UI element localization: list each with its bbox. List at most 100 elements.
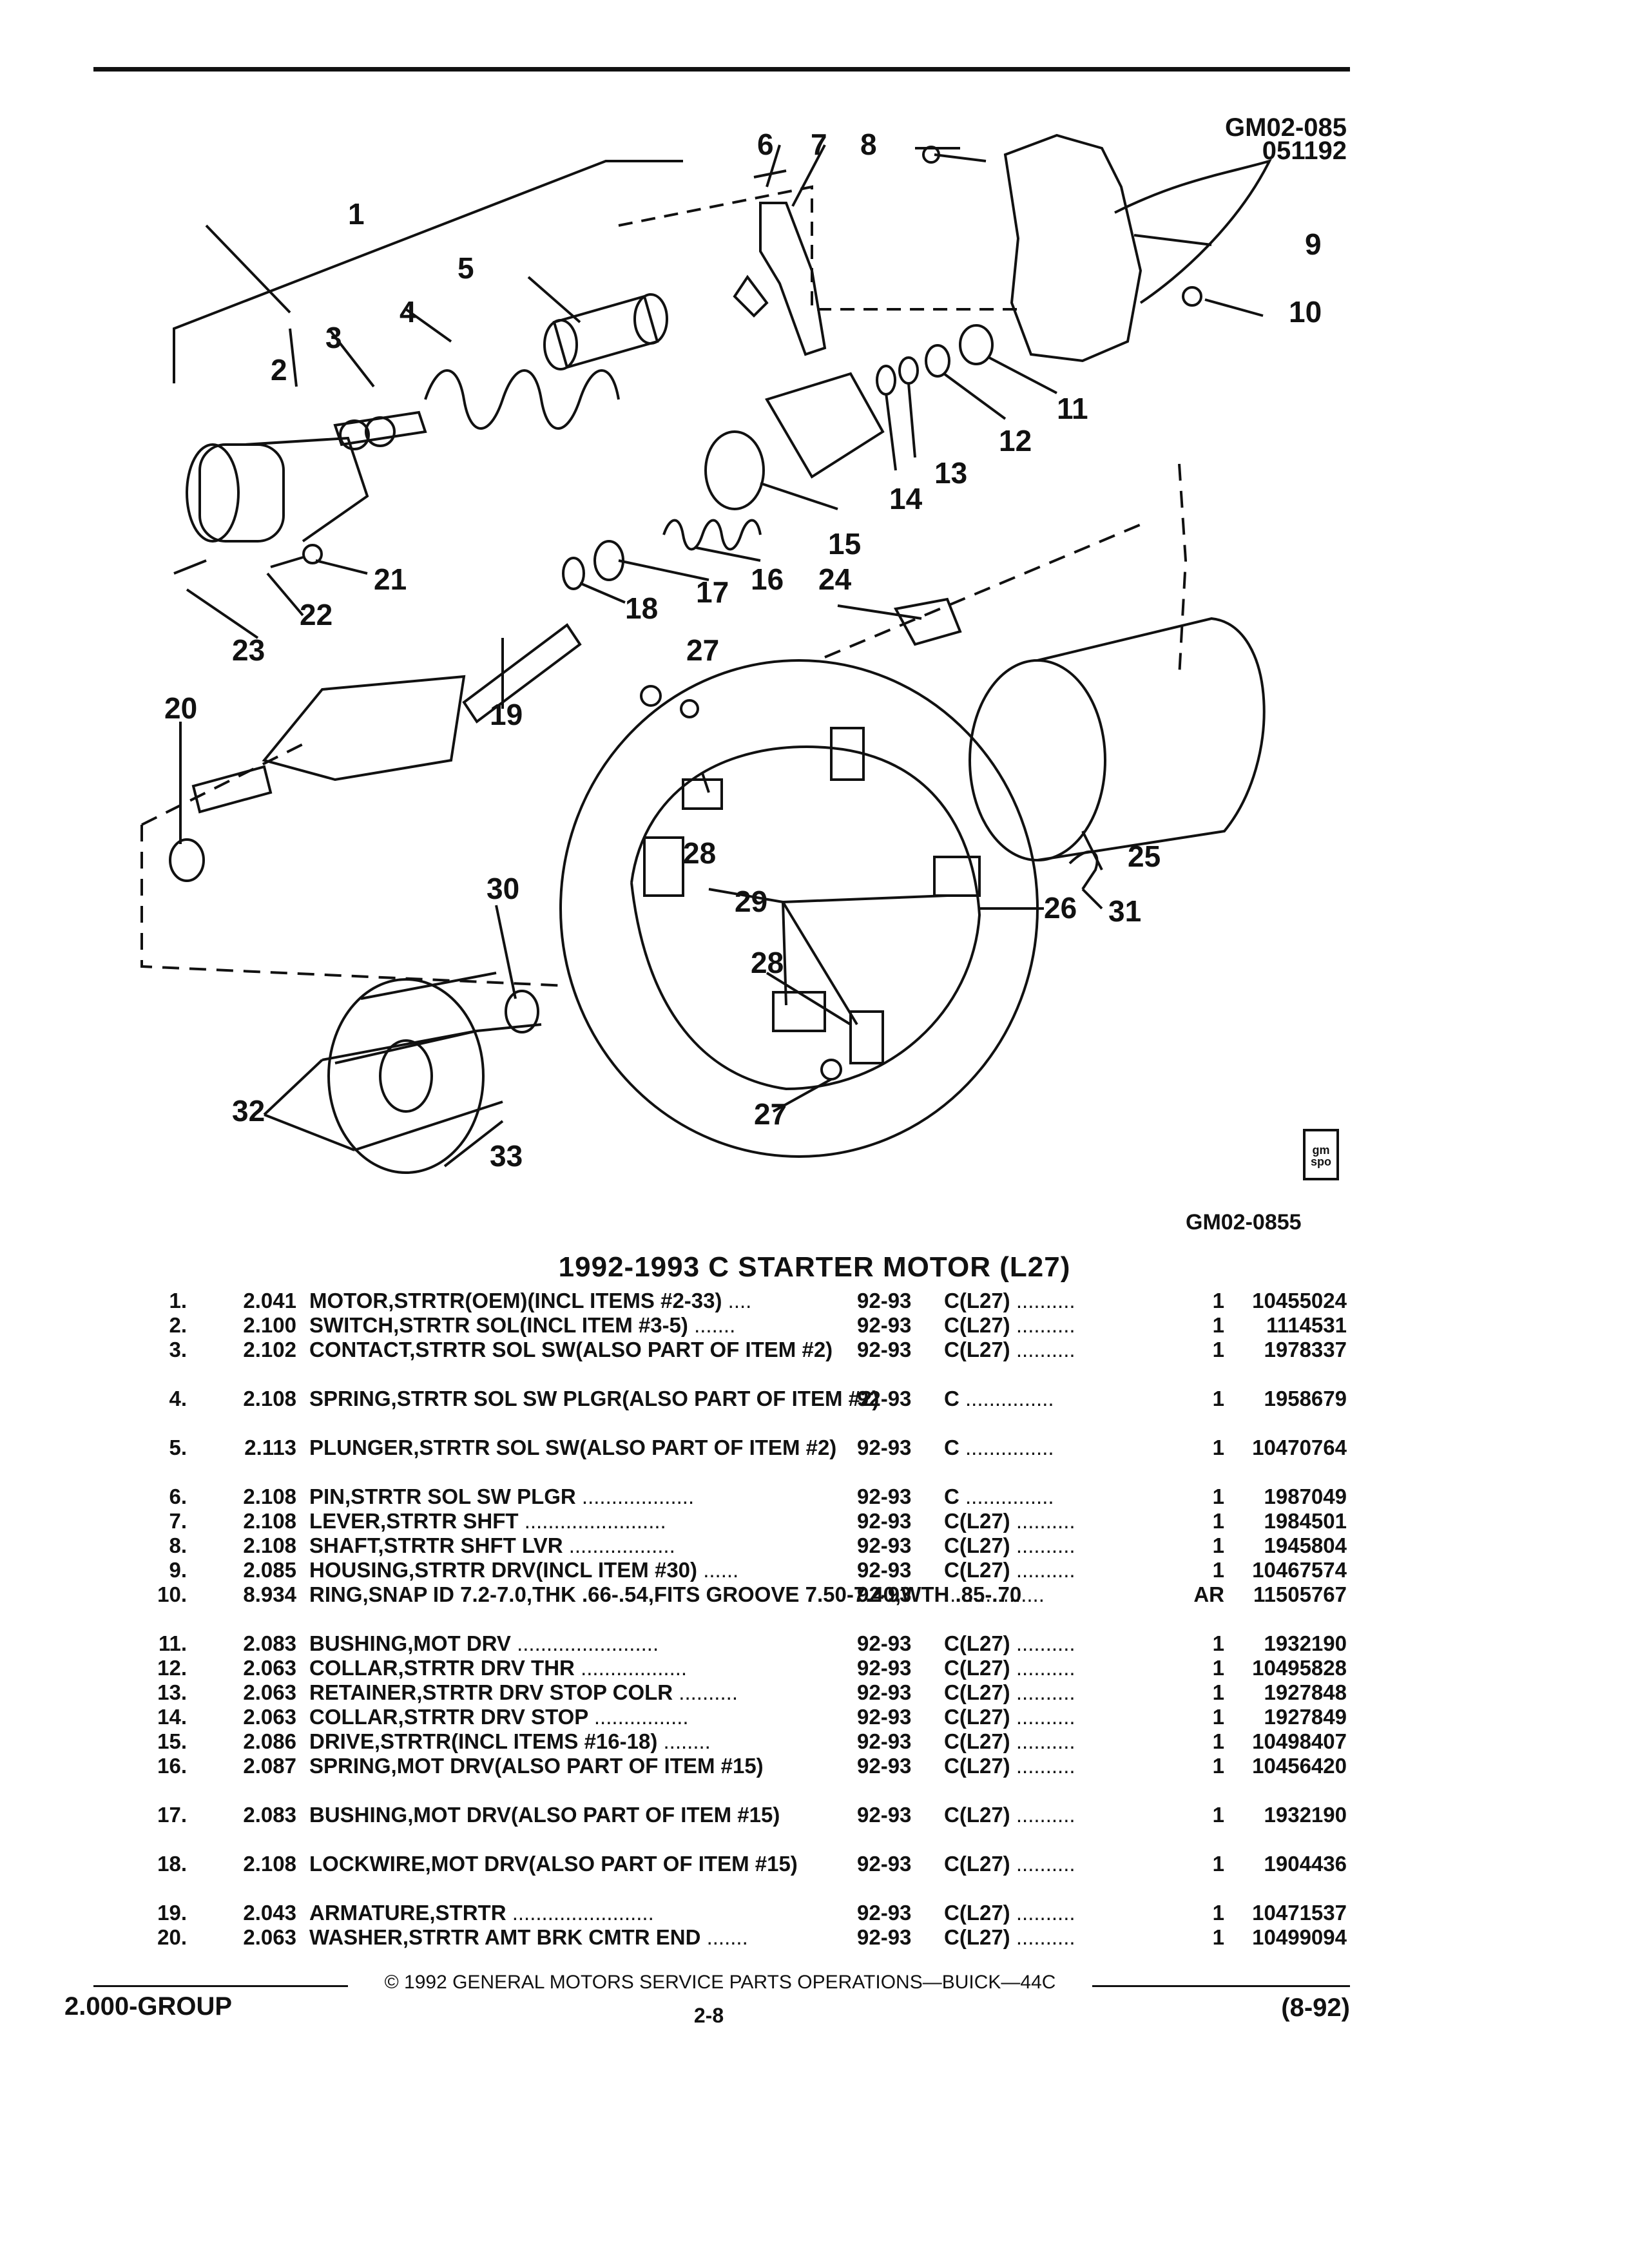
quantity: 1 [1212, 1485, 1224, 1508]
leader-dots: .................. [581, 1656, 688, 1680]
callout-3: 3 [325, 321, 342, 354]
part-description: DRIVE,STRTR(INCL ITEMS #16-18) ........ [309, 1729, 851, 1754]
model-years: 92-93 [857, 1509, 912, 1533]
model-years: 92-93 [857, 1729, 912, 1753]
model-years: 92-93 [857, 1582, 912, 1606]
part-number: 1904436 [1264, 1852, 1347, 1876]
part-name: RETAINER [309, 1680, 417, 1704]
group-number: 2.108 [243, 1533, 296, 1557]
quantity: 1 [1212, 1925, 1224, 1949]
callout-17: 17 [696, 575, 729, 609]
leader-dots: ...... [703, 1558, 739, 1582]
part-desc-text: ,STRTR AMT BRK CMTR END [402, 1925, 701, 1949]
part-number: 10455024 [1252, 1289, 1347, 1312]
callout-27b: 27 [754, 1097, 787, 1131]
part-name: HOUSING [309, 1558, 409, 1582]
footer-group: 2.000-GROUP [64, 1992, 233, 2021]
model-code: ................. [944, 1582, 1045, 1607]
part-name: WASHER [309, 1925, 403, 1949]
figure-code-top: GM02-085 051192 [1192, 115, 1347, 164]
part-name: LOCKWIRE [309, 1852, 425, 1876]
part-desc-text: ,STRTR SOL SW(ALSO PART OF ITEM #2) [409, 1338, 833, 1361]
quantity: 1 [1212, 1387, 1224, 1410]
callout-31: 31 [1108, 894, 1141, 928]
part-desc-text: ,STRTR(INCL ITEMS #16-18) [374, 1729, 658, 1753]
group-number: 2.087 [243, 1754, 296, 1778]
item-number: 12. [157, 1656, 187, 1680]
part-description: RING,SNAP ID 7.2-7.0,THK .66-.54,FITS GR… [309, 1582, 1021, 1607]
item-number: 13. [157, 1680, 187, 1704]
callout-14: 14 [889, 482, 923, 515]
part-desc-text: ,STRTR SOL SW PLGR(ALSO PART OF ITEM #2) [390, 1387, 880, 1410]
item-number: 8. [169, 1533, 187, 1557]
group-number: 2.102 [243, 1338, 296, 1361]
part-name: MOTOR [309, 1289, 389, 1312]
model-leader-dots: .......... [1016, 1631, 1075, 1655]
leader-dots: ........ [663, 1729, 711, 1753]
model-leader-dots: .......... [1016, 1901, 1075, 1925]
part-name: LEVER [309, 1509, 381, 1533]
callout-22: 22 [300, 598, 333, 631]
part-name: DRIVE [309, 1729, 374, 1753]
item-number: 2. [169, 1313, 187, 1337]
quantity: AR [1193, 1582, 1224, 1606]
part-number: 10456420 [1252, 1754, 1347, 1778]
part-number: 1932190 [1264, 1631, 1347, 1655]
part-desc-text: ,STRTR DRV STOP [398, 1705, 588, 1729]
model-years: 92-93 [857, 1803, 912, 1827]
item-number: 7. [169, 1509, 187, 1533]
part-desc-text: ,STRTR DRV(INCL ITEM #30) [409, 1558, 698, 1582]
model-code: C(L27) .......... [944, 1705, 1075, 1729]
item-number: 15. [157, 1729, 187, 1753]
quantity: 1 [1212, 1901, 1224, 1925]
quantity: 1 [1212, 1705, 1224, 1729]
callout-13: 13 [934, 456, 967, 490]
item-number: 18. [157, 1852, 187, 1876]
model-code-text: C(L27) [944, 1680, 1010, 1704]
part-description: COLLAR,STRTR DRV STOP ................ [309, 1705, 851, 1729]
part-desc-text: ,SNAP ID 7.2-7.0,THK .66-.54,FITS GROOVE… [362, 1582, 1022, 1606]
part-number: 1978337 [1264, 1338, 1347, 1361]
callout-30: 30 [487, 872, 519, 905]
model-code: C(L27) .......... [944, 1852, 1075, 1876]
model-years: 92-93 [857, 1533, 912, 1557]
part-name: SPRING [309, 1754, 391, 1778]
callout-12: 12 [999, 424, 1032, 457]
group-number: 8.934 [243, 1582, 296, 1606]
part-description: WASHER,STRTR AMT BRK CMTR END ....... [309, 1925, 851, 1950]
model-years: 92-93 [857, 1313, 912, 1337]
model-code-text: C(L27) [944, 1289, 1010, 1312]
callout-25: 25 [1128, 840, 1161, 873]
callout-9: 9 [1305, 227, 1322, 261]
model-years: 92-93 [857, 1705, 912, 1729]
part-description: COLLAR,STRTR DRV THR .................. [309, 1656, 851, 1680]
callout-20: 20 [164, 691, 197, 725]
callout-23: 23 [232, 633, 265, 667]
part-name: PLUNGER [309, 1436, 414, 1459]
model-years: 92-93 [857, 1754, 912, 1778]
model-years: 92-93 [857, 1925, 912, 1949]
model-years: 92-93 [857, 1289, 912, 1312]
model-years: 92-93 [857, 1680, 912, 1704]
part-name: SWITCH [309, 1313, 394, 1337]
model-code: C(L27) .......... [944, 1533, 1075, 1558]
model-code: C(L27) .......... [944, 1558, 1075, 1582]
item-number: 3. [169, 1338, 187, 1361]
leader-dots: ....... [706, 1925, 748, 1949]
model-years: 92-93 [857, 1387, 912, 1410]
leader-dots: ....... [694, 1313, 736, 1337]
figure-code-bottom: GM02-0855 [1186, 1210, 1302, 1235]
part-number: 1945804 [1264, 1533, 1347, 1557]
leader-dots: ........................ [524, 1509, 666, 1533]
callout-32: 32 [232, 1094, 265, 1128]
quantity: 1 [1212, 1533, 1224, 1557]
item-number: 11. [158, 1631, 187, 1655]
part-description: RETAINER,STRTR DRV STOP COLR .......... [309, 1680, 851, 1705]
part-number: 10499094 [1252, 1925, 1347, 1949]
model-years: 92-93 [857, 1656, 912, 1680]
quantity: 1 [1212, 1729, 1224, 1753]
